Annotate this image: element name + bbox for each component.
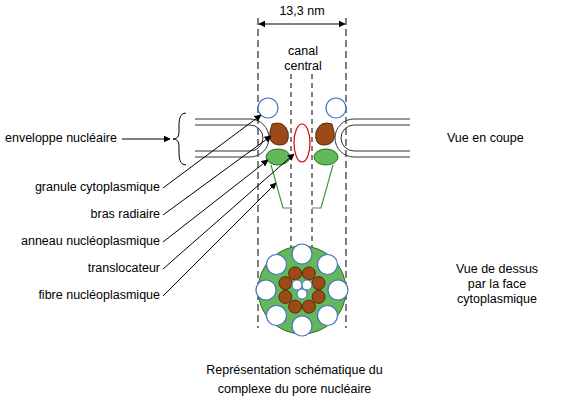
- inner-membrane: [341, 125, 410, 151]
- cytoplasmic-granule: [292, 316, 312, 336]
- top-view-arms: [279, 267, 325, 313]
- view-label: Vue de dessus par la face cytoplasmique: [449, 262, 545, 307]
- part-label: fibre nucléoplasmique: [5, 288, 160, 303]
- bracket: [173, 113, 186, 165]
- part-label: granule cytoplasmique: [5, 180, 160, 195]
- cytoplasmic-granule: [328, 280, 348, 300]
- top-view-granules: [256, 244, 348, 336]
- central-granule: [297, 289, 307, 299]
- leader-line: [163, 154, 294, 269]
- radial-arm: [302, 300, 315, 313]
- radial-arm: [316, 123, 335, 145]
- part-label: enveloppe nucléaire: [5, 131, 125, 146]
- central-granule: [292, 280, 302, 290]
- cytoplasmic-granule: [326, 98, 346, 118]
- dimension-label: 13,3 nm: [262, 4, 342, 19]
- outer-membrane: [195, 119, 269, 157]
- view-label: Vue en coupe: [447, 131, 557, 146]
- nucleoplasmic-fibre: [312, 165, 333, 208]
- part-label: canal central: [279, 44, 327, 74]
- cytoplasmic-granule: [318, 306, 338, 326]
- radial-arm: [312, 277, 325, 290]
- cytoplasmic-granule: [318, 255, 338, 275]
- radial-arm: [279, 290, 292, 303]
- leader-line: [122, 139, 170, 140]
- cytoplasmic-granule: [267, 255, 287, 275]
- cytoplasmic-granule: [292, 244, 312, 264]
- translocator: [294, 124, 310, 162]
- cytoplasmic-granule: [256, 280, 276, 300]
- leader-line: [163, 160, 268, 242]
- caption: Représentation schématique du complexe d…: [192, 361, 397, 399]
- radial-arm: [289, 300, 302, 313]
- radial-arm: [270, 123, 289, 145]
- part-label: bras radiaire: [5, 207, 160, 222]
- radial-arm: [302, 267, 315, 280]
- part-label: translocateur: [5, 261, 160, 276]
- radial-arm: [289, 267, 302, 280]
- outer-membrane: [335, 119, 410, 157]
- inner-membrane: [195, 125, 263, 151]
- nucleoplasmic-ring: [266, 149, 290, 165]
- radial-arm: [279, 277, 292, 290]
- radial-arm: [312, 290, 325, 303]
- central-granule: [302, 280, 312, 290]
- part-label: anneau nucléoplasmique: [5, 234, 160, 249]
- leader-line: [163, 136, 271, 215]
- nucleoplasmic-ring: [314, 149, 338, 165]
- cytoplasmic-granule: [267, 306, 287, 326]
- dimension-line: [259, 24, 345, 25]
